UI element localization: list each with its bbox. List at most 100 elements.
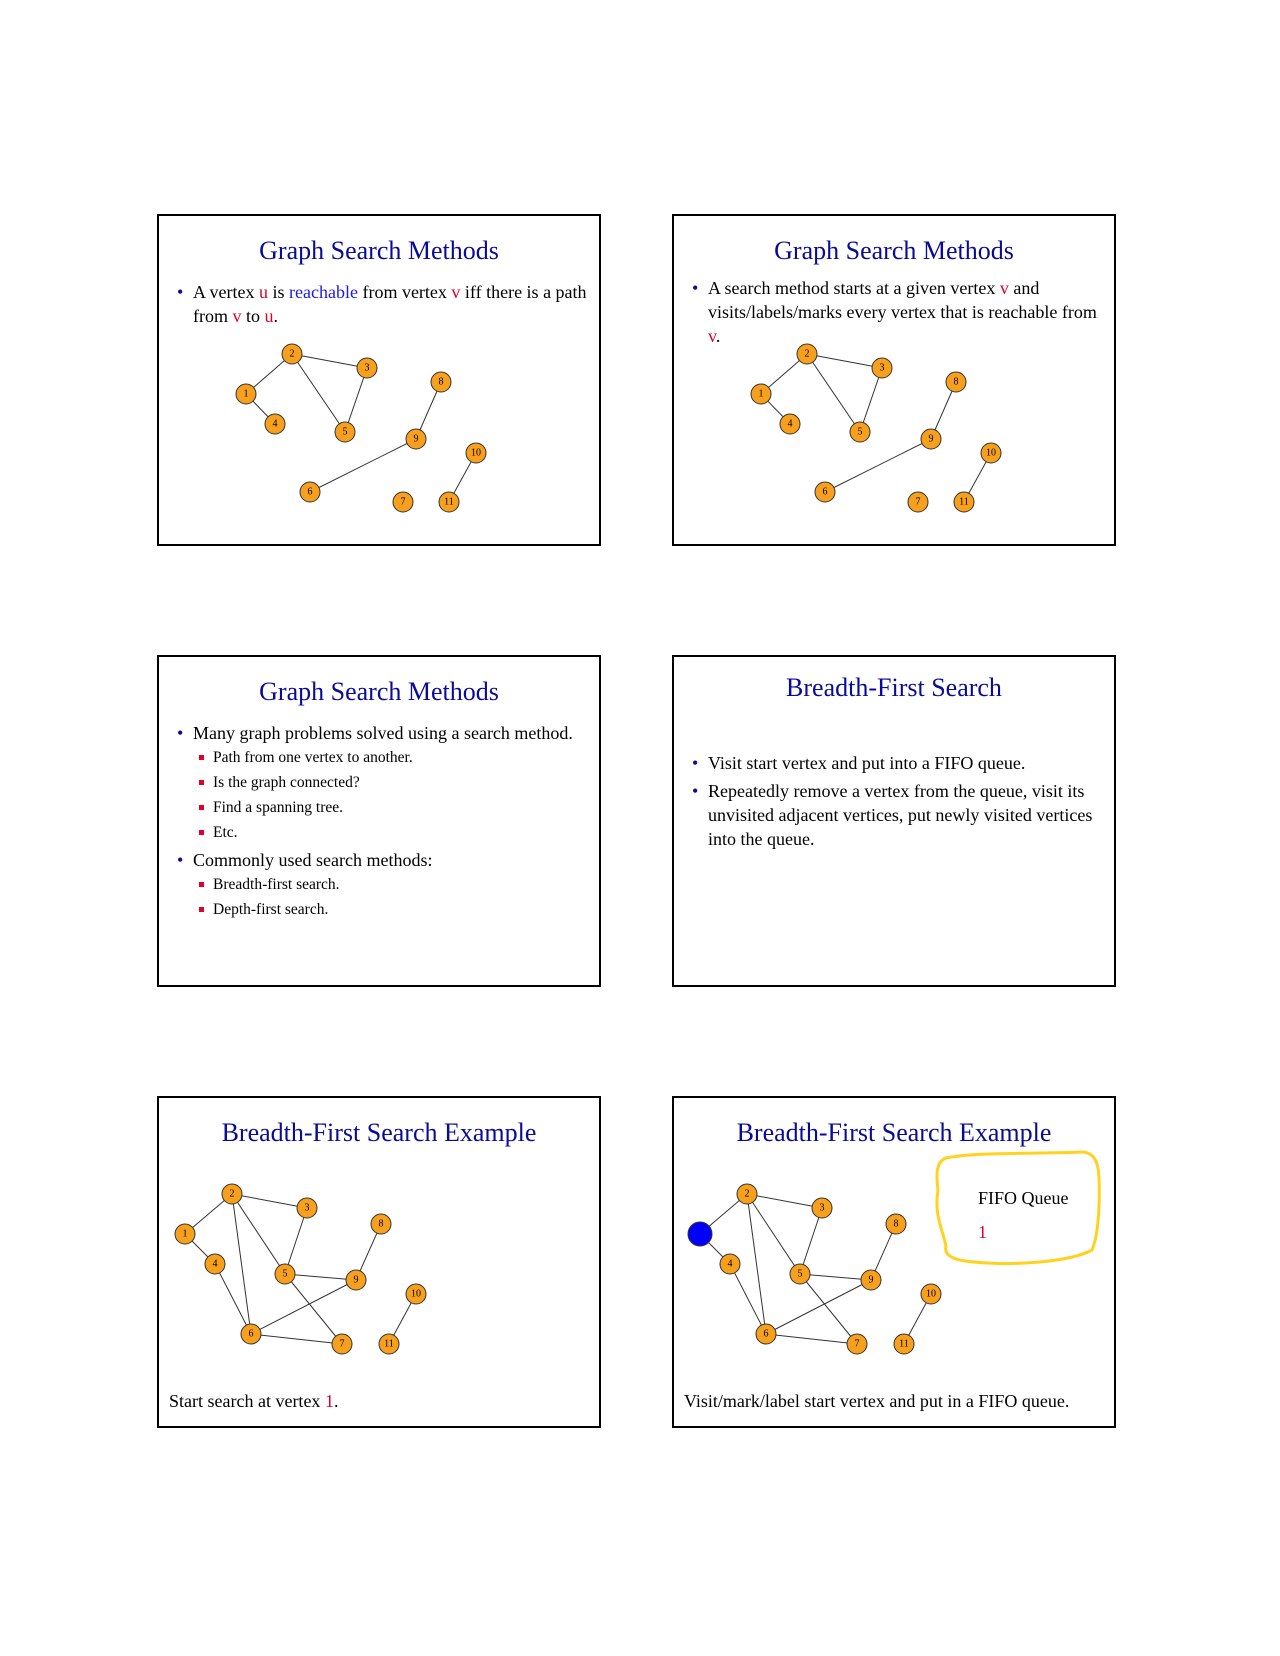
graph-node-7 (331, 1333, 353, 1355)
graph-node-7 (846, 1333, 868, 1355)
slide-title: Graph Search Methods (259, 677, 499, 706)
slide-3: Graph Search Methods Many graph problems… (157, 655, 601, 987)
graph-node-label: 4 (728, 1259, 733, 1270)
graph-node-label: 2 (745, 1189, 750, 1200)
graph-node-label: 2 (230, 1189, 235, 1200)
sub-bullet-item: Path from one vertex to another. (173, 745, 591, 770)
graph-node-label: 9 (354, 1275, 359, 1286)
graph-node-8 (430, 371, 452, 393)
slide-title: Breadth-First Search (786, 673, 1002, 702)
graph-node-label: 5 (343, 427, 348, 438)
graph-node-label: 7 (855, 1339, 860, 1350)
graph-node-label: 10 (926, 1289, 936, 1300)
sub-bullet-item: Etc. (173, 820, 591, 845)
graph-edge-2-6 (746, 1193, 767, 1335)
graph-node-9 (345, 1269, 367, 1291)
graph-node-label: 8 (894, 1219, 899, 1230)
graph-node-6 (814, 481, 836, 503)
graph-node-4 (204, 1253, 226, 1275)
graph-node-5 (334, 421, 356, 443)
bullet-item: A vertex u is reachable from vertex v if… (173, 280, 591, 328)
bullet-item: Visit start vertex and put into a FIFO q… (688, 751, 1106, 775)
graph-edge-2-3 (291, 353, 368, 369)
bullet-list: A vertex u is reachable from vertex v if… (173, 280, 591, 328)
graph-node-2 (281, 343, 303, 365)
graph-node-label: 10 (471, 448, 481, 459)
graph-node-9 (860, 1269, 882, 1291)
graph-edge-2-3 (806, 353, 883, 369)
bullet-list: Visit start vertex and put into a FIFO q… (688, 751, 1106, 851)
graph-edge-6-9 (765, 1279, 872, 1335)
graph-node-11 (378, 1333, 400, 1355)
graph-node-4 (719, 1253, 741, 1275)
graph-edge-2-3 (746, 1193, 823, 1209)
graph-edge-3-5 (799, 1207, 823, 1275)
graph-node-10 (980, 442, 1002, 464)
graph-node-9 (405, 428, 427, 450)
graph-node-6 (299, 481, 321, 503)
graph-edge-6-9 (250, 1279, 357, 1335)
graph-node-5 (849, 421, 871, 443)
graph-node-7 (907, 491, 929, 513)
graph-node-label: 5 (283, 1269, 288, 1280)
graph-edge-2-3 (231, 1193, 308, 1209)
bullet-item: Commonly used search methods: (173, 848, 591, 872)
graph-node-label: 11 (444, 497, 454, 508)
graph-node-5 (274, 1263, 296, 1285)
bullet-item: Repeatedly remove a vertex from the queu… (688, 779, 1106, 851)
graph-node-1 (687, 1221, 713, 1247)
graph-node-8 (945, 371, 967, 393)
graph-node-10 (920, 1283, 942, 1305)
graph-node-label: 10 (411, 1289, 421, 1300)
slide-caption: Visit/mark/label start vertex and put in… (684, 1391, 1070, 1411)
graph-node-label: 9 (414, 434, 419, 445)
graph-node-label: 6 (249, 1329, 254, 1340)
queue-item: 1 (978, 1222, 987, 1242)
slide-title: Graph Search Methods (259, 236, 499, 265)
graph-node-2 (796, 343, 818, 365)
slide-title: Graph Search Methods (774, 236, 1014, 265)
graph-node-label: 1 (244, 389, 249, 400)
graph-node-4 (264, 413, 286, 435)
graph-node-2 (221, 1183, 243, 1205)
graph-node-1 (174, 1223, 196, 1245)
graph-edge-2-5 (806, 353, 861, 433)
graph-edge-3-5 (859, 367, 883, 433)
graph-node-8 (885, 1213, 907, 1235)
graph-node-label: 8 (379, 1219, 384, 1230)
sub-bullet-item: Breadth-first search. (173, 872, 591, 897)
graph-node-label: 3 (820, 1203, 825, 1214)
graph-node-9 (920, 428, 942, 450)
graph-node-11 (438, 491, 460, 513)
graph-edge-2-5 (746, 1193, 801, 1275)
graph-node-label: 6 (823, 487, 828, 498)
graph-node-7 (392, 491, 414, 513)
bullet-item: A search method starts at a given vertex… (688, 276, 1106, 348)
graph-node-6 (240, 1323, 262, 1345)
graph-edge-5-7 (284, 1273, 343, 1345)
sub-bullet-item: Depth-first search. (173, 897, 591, 922)
graph-edge-9-6 (824, 438, 932, 493)
graph-node-label: 4 (213, 1259, 218, 1270)
graph-node-label: 11 (899, 1339, 909, 1350)
graph-node-label: 8 (439, 377, 444, 388)
graph-node-11 (893, 1333, 915, 1355)
graph-edge-4-6 (729, 1263, 767, 1335)
slide-1: Graph Search Methods A vertex u is reach… (157, 214, 601, 546)
graph-edge-6-7 (765, 1333, 858, 1345)
graph-node-label: 5 (858, 427, 863, 438)
graph-edge-6-7 (250, 1333, 343, 1345)
graph-edge-4-6 (214, 1263, 252, 1335)
graph-node-4 (779, 413, 801, 435)
graph-node-11 (953, 491, 975, 513)
graph-edge-3-5 (344, 367, 368, 433)
slide-caption: Start search at vertex 1. (169, 1391, 339, 1411)
graph-node-label: 1 (183, 1229, 188, 1240)
sub-bullet-item: Find a spanning tree. (173, 795, 591, 820)
slide-title: Breadth-First Search Example (221, 1118, 537, 1147)
graph-node-10 (465, 442, 487, 464)
